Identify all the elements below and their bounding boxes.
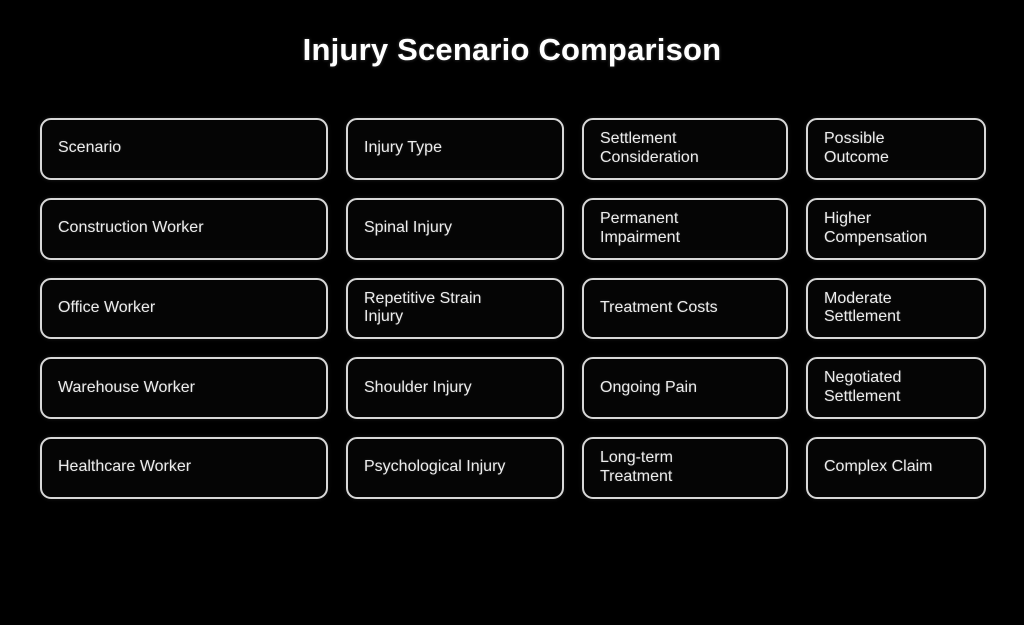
- table-cell-possible-outcome: Complex Claim: [806, 437, 986, 499]
- table-cell-text: Shoulder Injury: [364, 379, 546, 398]
- title-bar: Injury Scenario Comparison: [0, 0, 1024, 100]
- table-cell-text: Complex Claim: [824, 458, 968, 477]
- text-line: Treatment Costs: [600, 298, 718, 316]
- text-line: Shoulder Injury: [364, 378, 472, 396]
- text-line: Warehouse Worker: [58, 378, 195, 396]
- text-line: Treatment: [600, 467, 673, 485]
- table-header-text: Injury Type: [364, 139, 546, 158]
- text-line: Settlement: [824, 308, 901, 326]
- page-title: Injury Scenario Comparison: [302, 32, 722, 67]
- text-line: Impairment: [600, 228, 681, 246]
- table-cell-settlement-consideration: Treatment Costs: [582, 277, 788, 340]
- text-line: Psychological Injury: [364, 458, 506, 476]
- text-line: Scenario: [58, 139, 122, 157]
- table-cell-scenario: Healthcare Worker: [40, 437, 328, 499]
- text-line: Office Worker: [58, 298, 156, 316]
- table-cell-scenario: Warehouse Worker: [40, 357, 328, 419]
- table-header-cell-injury-type: Injury Type: [346, 118, 564, 180]
- text-line: Outcome: [824, 148, 889, 166]
- table-cell-injury-type: Spinal Injury: [346, 197, 564, 260]
- text-line: Repetitive Strain: [364, 289, 482, 307]
- text-line: Higher: [824, 209, 872, 227]
- text-line: Moderate: [824, 289, 892, 307]
- table-header-text: Scenario: [58, 139, 310, 158]
- table-cell-text: Office Worker: [58, 299, 310, 318]
- text-line: Consideration: [600, 148, 699, 166]
- text-line: Ongoing Pain: [600, 378, 697, 396]
- table-cell-text: Psychological Injury: [364, 458, 546, 477]
- table-cell-scenario: Office Worker: [40, 277, 328, 340]
- text-line: Settlement: [600, 130, 677, 147]
- table-cell-text: Healthcare Worker: [58, 458, 310, 477]
- table-cell-scenario: Construction Worker: [40, 197, 328, 260]
- table-cell-text: Construction Worker: [58, 219, 310, 238]
- text-line: Healthcare Worker: [58, 458, 192, 476]
- text-line: Spinal Injury: [364, 219, 453, 237]
- text-line: Possible: [824, 130, 885, 147]
- text-line: Compensation: [824, 228, 928, 246]
- table-cell-text: Warehouse Worker: [58, 379, 310, 398]
- text-line: Injury: [364, 308, 404, 326]
- text-line: Injury Type: [364, 139, 442, 157]
- text-line: Negotiated: [824, 369, 902, 387]
- table-cell-text: Spinal Injury: [364, 219, 546, 238]
- table-cell-text: Ongoing Pain: [600, 379, 770, 398]
- table-cell-text: Treatment Costs: [600, 299, 770, 318]
- table-cell-settlement-consideration: Ongoing Pain: [582, 357, 788, 419]
- table-cell-injury-type: Shoulder Injury: [346, 357, 564, 419]
- text-line: Permanent: [600, 209, 679, 227]
- text-line: Settlement: [824, 388, 901, 406]
- text-line: Complex Claim: [824, 458, 933, 476]
- table-header-cell-scenario: Scenario: [40, 118, 328, 180]
- text-line: Construction Worker: [58, 219, 204, 237]
- text-line: Long-term: [600, 449, 673, 466]
- table-cell-injury-type: Psychological Injury: [346, 437, 564, 499]
